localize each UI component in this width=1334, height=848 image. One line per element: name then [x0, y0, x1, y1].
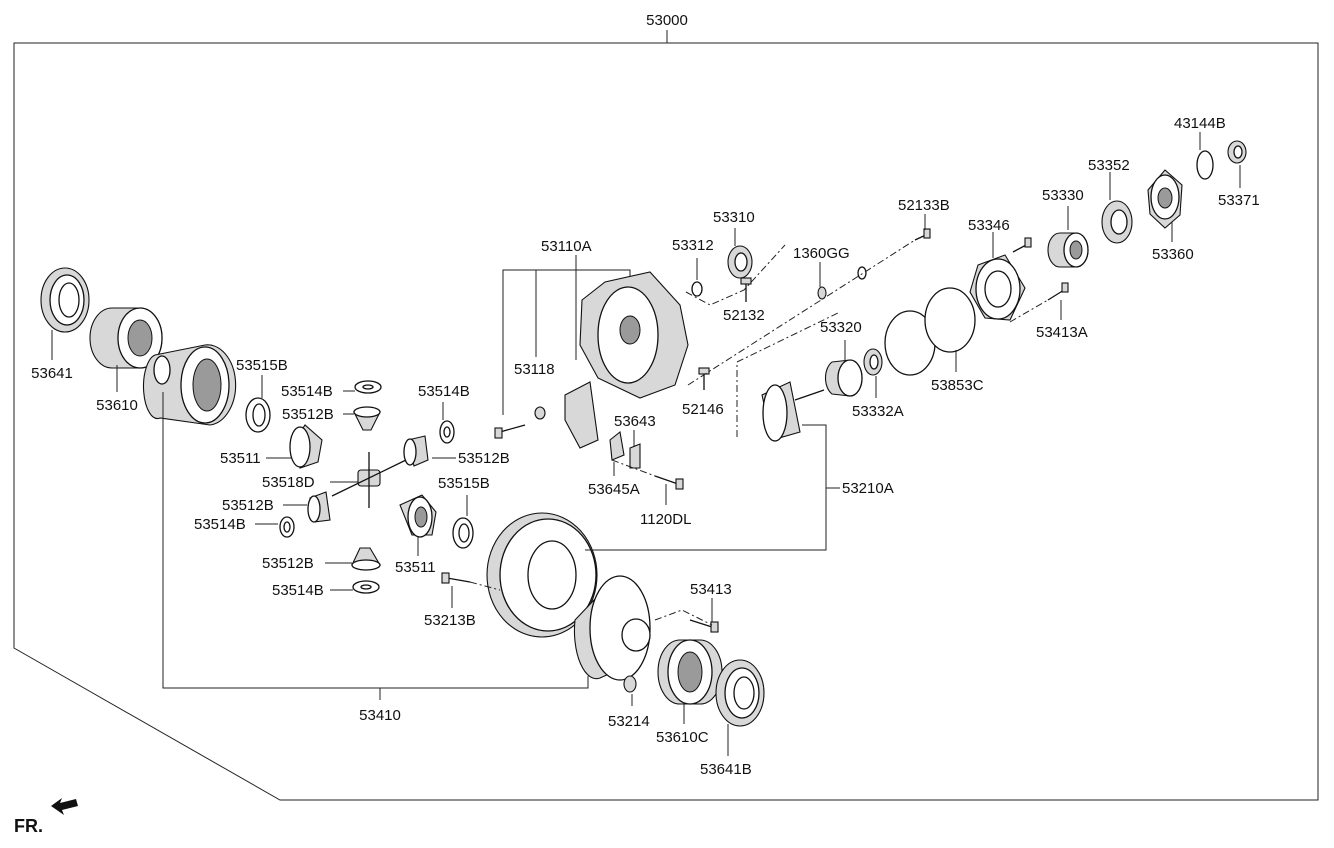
label-53511-1: 53511: [220, 450, 261, 467]
stud-52133B[interactable]: [914, 228, 931, 241]
front-indicator: FR.: [14, 816, 43, 836]
label-53213B: 53213B: [424, 612, 476, 629]
label-53515B-top: 53515B: [236, 357, 288, 374]
thrust-washer-53515B-mid[interactable]: [452, 517, 474, 549]
oil-seal-53352[interactable]: [1101, 200, 1133, 244]
pinion-gear-53512B-2[interactable]: [403, 435, 429, 467]
label-53610: 53610: [96, 397, 138, 414]
label-53645A: 53645A: [588, 481, 640, 498]
bolt-53413A[interactable]: [1047, 282, 1069, 301]
label-53312: 53312: [672, 237, 714, 254]
bolt-upper-housing[interactable]: [1012, 237, 1032, 253]
pinion-gear-53512B-4[interactable]: [351, 547, 381, 571]
washer-53514B-2[interactable]: [439, 420, 455, 444]
label-53514B-2: 53514B: [418, 383, 470, 400]
label-53512B-1: 53512B: [282, 406, 334, 423]
pinion-gear-53512B-1[interactable]: [353, 406, 381, 431]
side-gear-53511-1[interactable]: [289, 424, 323, 469]
label-52133B: 52133B: [898, 197, 950, 214]
assembly-label: 53000: [646, 12, 688, 29]
bearing-53330[interactable]: [1047, 232, 1089, 268]
label-1120DL: 1120DL: [640, 511, 691, 528]
label-53118: 53118: [514, 361, 555, 378]
label-53110A: 53110A: [541, 238, 592, 255]
label-53352: 53352: [1088, 157, 1130, 174]
o-ring-53312[interactable]: [691, 281, 703, 297]
bolt-52146[interactable]: [698, 367, 710, 390]
label-53346: 53346: [968, 217, 1010, 234]
bolt-52132[interactable]: [740, 277, 752, 302]
label-53413A: 53413A: [1036, 324, 1088, 341]
bolt-53213B[interactable]: [441, 572, 471, 584]
label-53853C: 53853C: [931, 377, 984, 394]
ring-gear[interactable]: [486, 512, 598, 638]
differential-case[interactable]: [142, 344, 237, 426]
nut-53371[interactable]: [1227, 140, 1247, 164]
bolt-53413[interactable]: [689, 619, 719, 633]
label-53641: 53641: [31, 365, 73, 382]
bracket-plate-53643[interactable]: [609, 430, 641, 469]
label-53332A: 53332A: [852, 403, 904, 420]
shim-53332A[interactable]: [863, 348, 883, 376]
label-53514B-3: 53514B: [194, 516, 246, 533]
differential-case-half[interactable]: [573, 575, 651, 681]
gasket-53853C[interactable]: [884, 287, 976, 376]
washer-53514B-1[interactable]: [354, 380, 382, 394]
thrust-washer-53515B-top[interactable]: [245, 397, 271, 433]
bolt-53118[interactable]: [494, 406, 546, 439]
label-53310: 53310: [713, 209, 755, 226]
nut-1360GG[interactable]: [817, 266, 867, 300]
nut-53214[interactable]: [623, 675, 637, 693]
label-52132: 52132: [723, 307, 765, 324]
label-43144B: 43144B: [1174, 115, 1226, 132]
bearing-cup-53641[interactable]: [40, 267, 90, 333]
carrier-housing[interactable]: [579, 271, 689, 399]
label-53512B-2: 53512B: [458, 450, 510, 467]
front-arrow-icon: [51, 798, 78, 815]
bearing-cap[interactable]: [564, 381, 599, 449]
pinion-housing-53346[interactable]: [969, 254, 1026, 321]
label-53514B-1: 53514B: [281, 383, 333, 400]
label-53514B-4: 53514B: [272, 582, 324, 599]
label-1360GG: 1360GG: [793, 245, 850, 262]
drive-pinion[interactable]: [761, 381, 825, 442]
assembly-boundary: [13, 42, 1319, 801]
bearing-cup-53641B[interactable]: [715, 659, 765, 727]
label-53512B-4: 53512B: [262, 555, 314, 572]
bearing-53320[interactable]: [824, 359, 863, 397]
label-53643: 53643: [614, 413, 656, 430]
label-52146: 52146: [682, 401, 724, 418]
cross-shaft-53518D[interactable]: [331, 452, 407, 508]
washer-53514B-4[interactable]: [352, 580, 380, 594]
label-53610C: 53610C: [656, 729, 709, 746]
label-53641B: 53641B: [700, 761, 752, 778]
pinion-gear-53512B-3[interactable]: [307, 491, 331, 523]
label-53413: 53413: [690, 581, 732, 598]
seal-53310[interactable]: [727, 245, 753, 279]
label-53320: 53320: [820, 319, 862, 336]
washer-53514B-3[interactable]: [279, 516, 295, 538]
label-53511-2: 53511: [395, 559, 436, 576]
companion-flange-53360[interactable]: [1147, 169, 1183, 229]
label-53512B-3: 53512B: [222, 497, 274, 514]
label-53515B-mid: 53515B: [438, 475, 490, 492]
side-gear-53511-2[interactable]: [399, 494, 437, 538]
label-53360: 53360: [1152, 246, 1194, 263]
label-53518D: 53518D: [262, 474, 315, 491]
bracket-53410: [162, 392, 589, 689]
label-53214: 53214: [608, 713, 650, 730]
bearing-53610C[interactable]: [657, 639, 723, 705]
bolt-1120DL[interactable]: [654, 475, 684, 490]
bearing-53610[interactable]: [89, 307, 163, 369]
label-53330: 53330: [1042, 187, 1084, 204]
label-53210A: 53210A: [842, 480, 894, 497]
o-ring-43144B[interactable]: [1196, 150, 1214, 180]
label-53410: 53410: [359, 707, 401, 724]
label-53371: 53371: [1218, 192, 1260, 209]
